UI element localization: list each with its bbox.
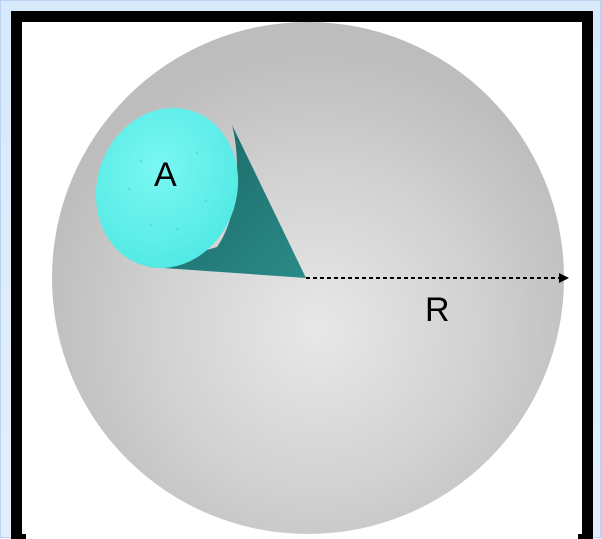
cap-texture-dots: [127, 151, 208, 231]
radius-label: R: [425, 291, 450, 329]
surface-area-cap: [95, 107, 239, 269]
area-label: A: [154, 156, 177, 194]
solid-angle-cone: [149, 125, 306, 278]
panel-bottom-tick-right: [578, 534, 593, 539]
panel-bottom-tick-left: [11, 534, 26, 539]
